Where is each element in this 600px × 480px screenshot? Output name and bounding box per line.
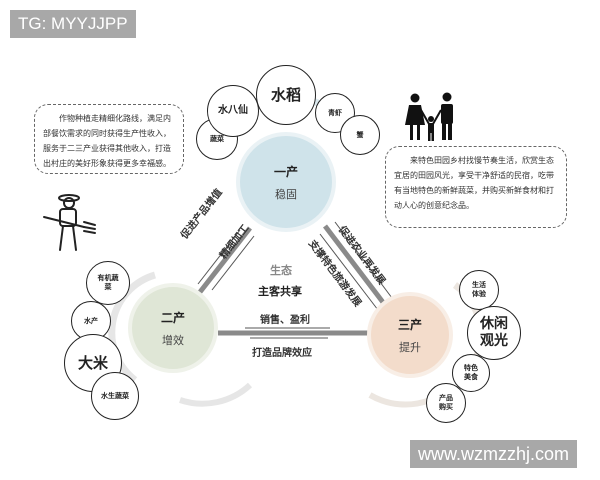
center-label-shared: 主客共享: [258, 285, 302, 298]
note-right: 来特色田园乡村找慢节奏生活，欣赏生态宜居的田园风光，享受干净舒适的民宿，吃带有当…: [385, 146, 567, 228]
bubble-crab: 蟹: [340, 115, 380, 155]
note-left: 作物种植走精细化路线，满足内部餐饮需求的同时获得生产性收入，服务于二三产业获得其…: [34, 104, 184, 174]
bubble-leisure-sightseeing: 休闲观光: [467, 306, 521, 360]
bubble-special-food: 特色美食: [452, 354, 490, 392]
hub-primary-industry: 一产 稳固: [236, 132, 336, 232]
hub-secondary-industry: 二产 增效: [128, 283, 218, 373]
watermark-top-left: TG: MYYJJPP: [10, 10, 136, 38]
arrow-label-bottom-bottom: 打造品牌效应: [252, 348, 312, 359]
watermark-bottom-right: www.wzmzzhj.com: [410, 440, 578, 468]
center-label-ecology: 生态: [270, 264, 292, 277]
hub-primary-subtitle: 稳固: [275, 187, 297, 201]
bubble-rice-paddy: 水稻: [256, 65, 316, 125]
bubble-life-experience: 生活体验: [459, 270, 499, 310]
hub-tertiary-industry: 三产 提升: [367, 292, 453, 378]
hub-primary-title: 一产: [273, 164, 298, 179]
hub-secondary-title: 二产: [160, 310, 185, 325]
bubble-product-purchase: 产品购买: [426, 383, 466, 423]
hub-tertiary-subtitle: 提升: [399, 340, 421, 354]
hub-secondary-subtitle: 增效: [162, 333, 184, 347]
bubble-water-eight: 水八仙: [207, 85, 259, 137]
hub-tertiary-title: 三产: [397, 317, 422, 332]
bubble-aquatic-vegetables: 水生蔬菜: [91, 372, 139, 420]
arrow-label-bottom-top: 销售、盈利: [260, 315, 310, 326]
bubble-organic-vegetables: 有机蔬菜: [86, 261, 130, 305]
